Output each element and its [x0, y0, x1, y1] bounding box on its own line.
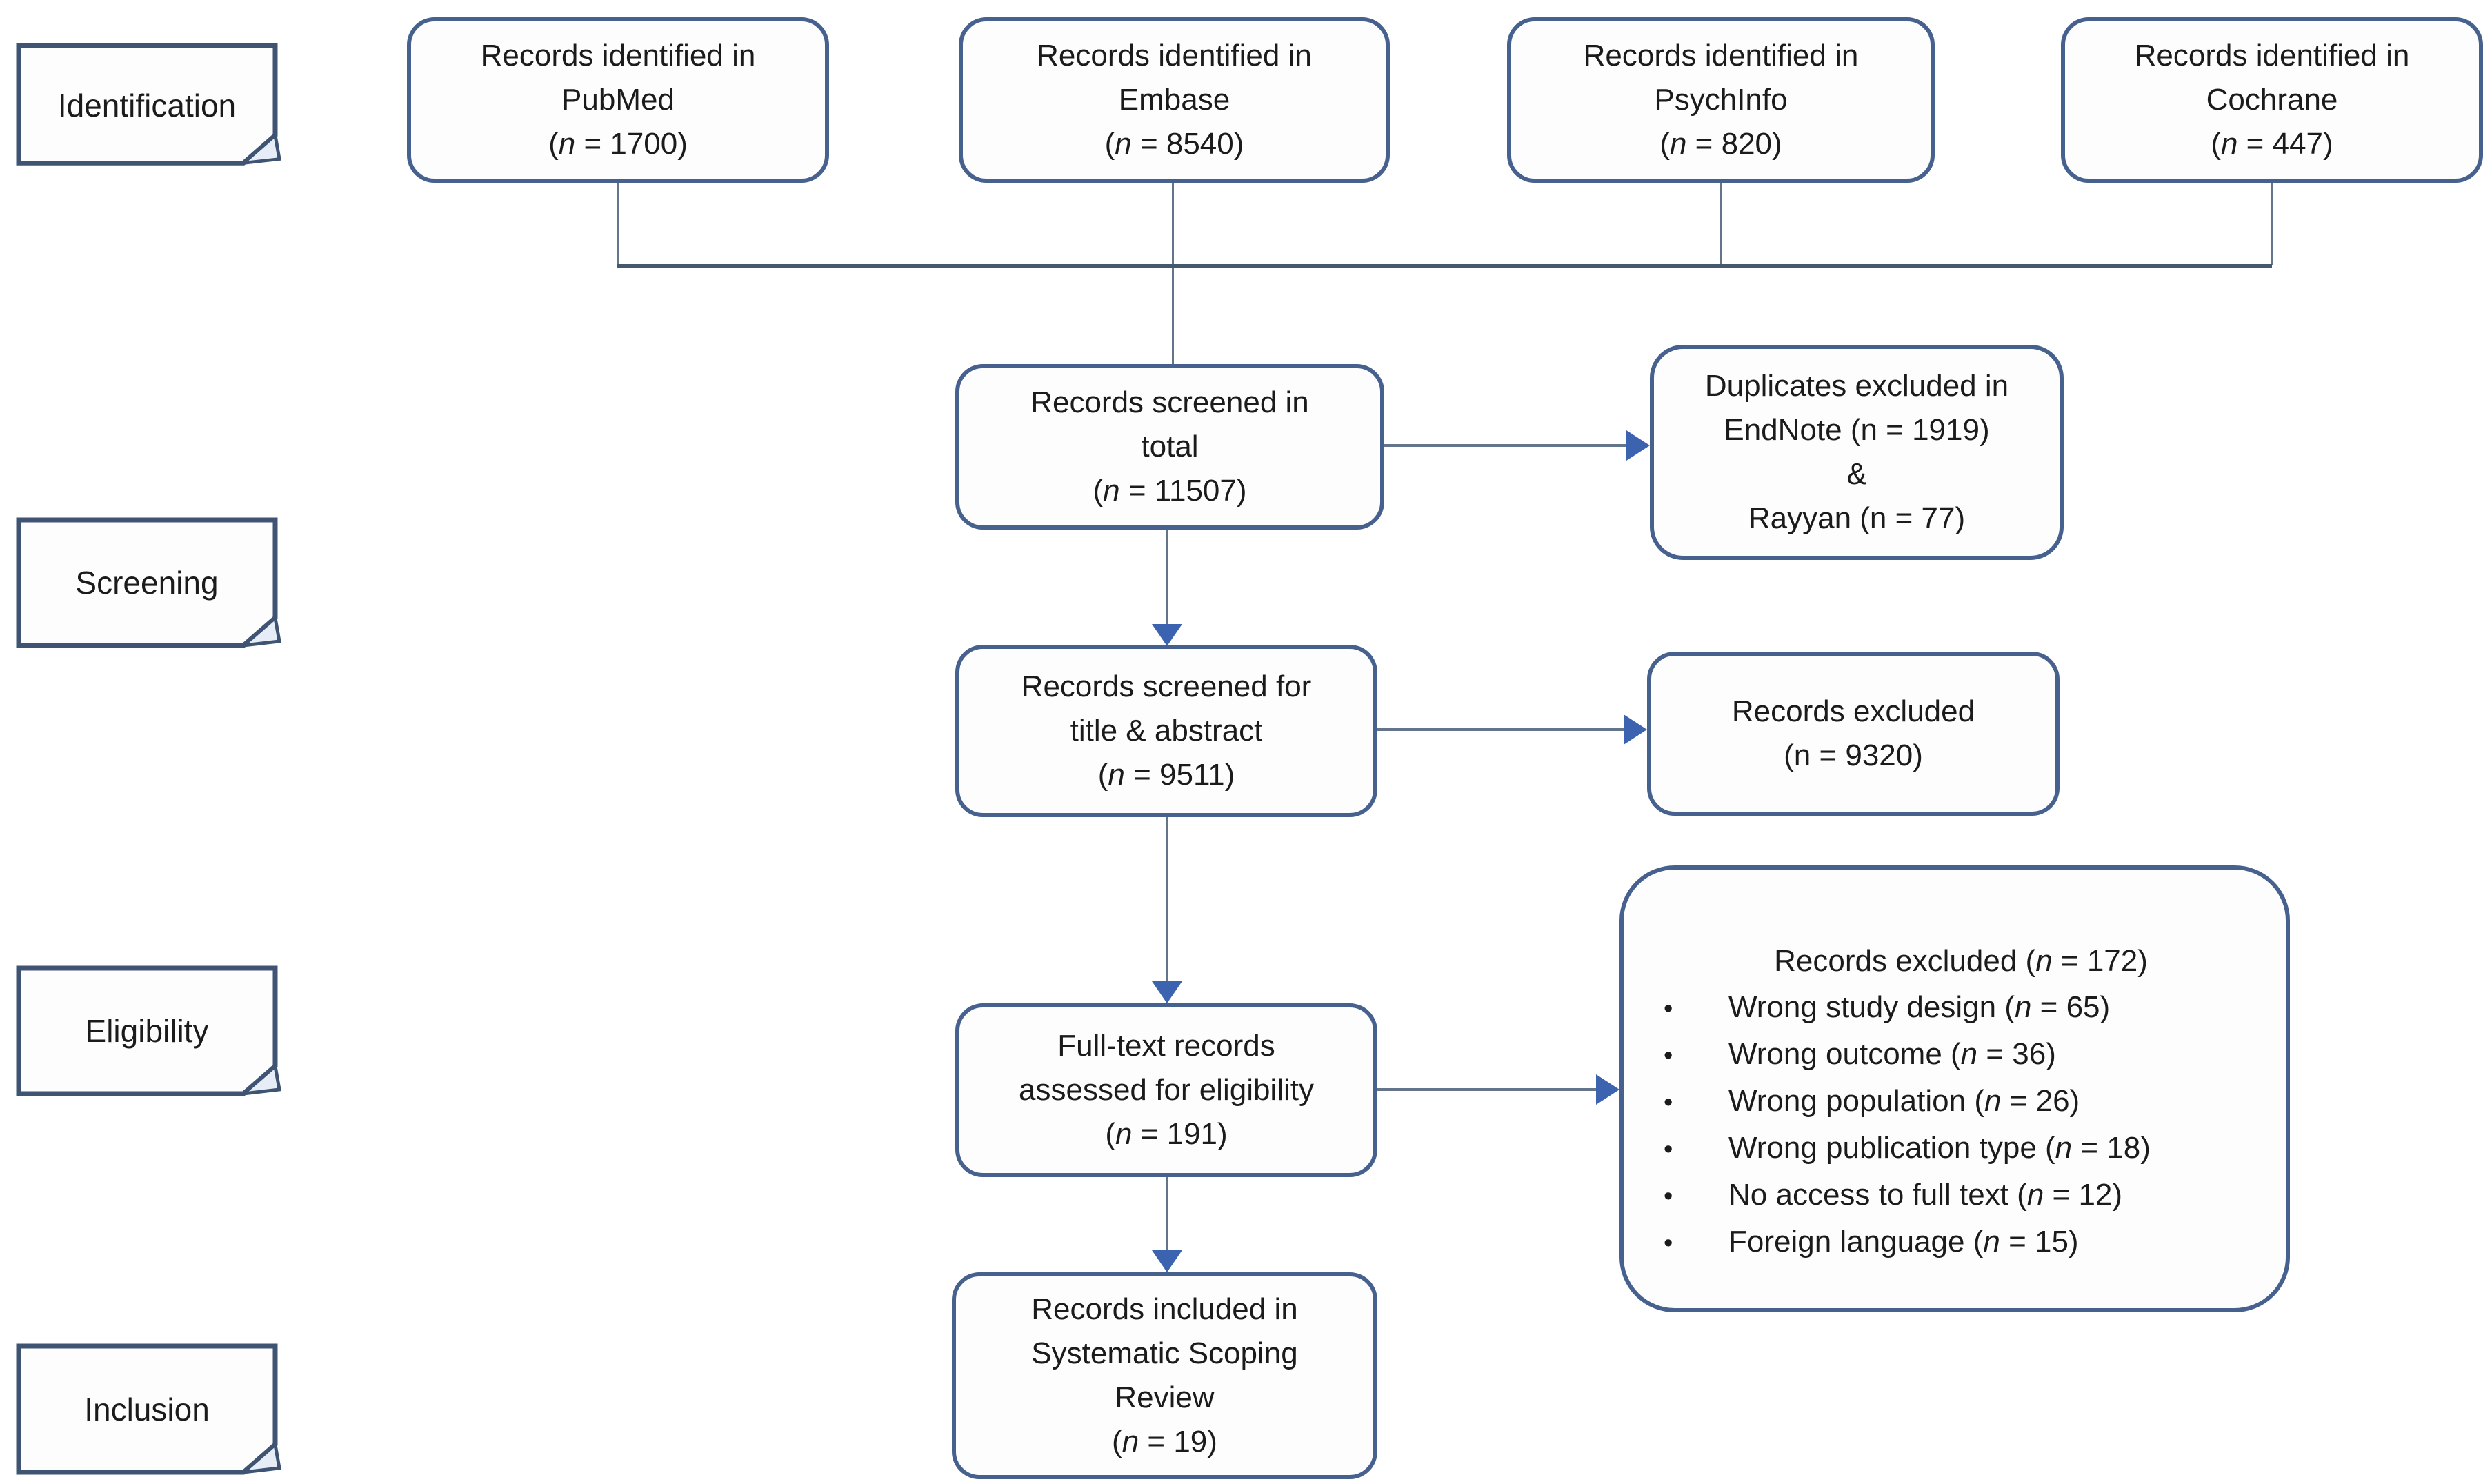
arrow-shaft — [1166, 817, 1168, 983]
arrow-shaft — [1166, 1177, 1168, 1252]
box-fulltext-exclusions: Records excluded (n = 172) • Wrong study… — [1619, 865, 2290, 1312]
connector-line — [617, 183, 619, 265]
box-line: (n = 447) — [2211, 127, 2333, 161]
stage-label: Screening — [75, 565, 219, 601]
box-records-excluded-screening: Records excluded (n = 9320) — [1647, 652, 2060, 816]
box-line: (n = 9511) — [1097, 758, 1235, 792]
box-line: Review — [1115, 1381, 1215, 1414]
stage-label: Inclusion — [84, 1391, 210, 1427]
exclusion-title: Records excluded (n = 172) — [1774, 944, 2148, 978]
exclusion-bullet-row: • No access to full text (n = 12) — [1664, 1172, 2258, 1219]
box-line: (n = 820) — [1659, 127, 1782, 161]
box-line: Records excluded — [1731, 694, 1975, 728]
box-records-screened-total: Records screened in total (n = 11507) — [955, 364, 1384, 530]
bullet-dot-icon: • — [1664, 1088, 1673, 1117]
box-line: Records identified in — [1583, 39, 1859, 72]
box-records-pubmed: Records identified in PubMed (n = 1700) — [407, 17, 829, 183]
stage-note-eligibility: Eligibility — [16, 965, 281, 1096]
box-line: (n = 8540) — [1104, 127, 1244, 161]
box-records-included: Records included in Systematic Scoping R… — [952, 1272, 1377, 1479]
exclusion-bullet-row: • Wrong study design (n = 65) — [1664, 985, 2258, 1032]
stage-note-identification: Identification — [16, 43, 281, 168]
exclusion-bullet-row: • Wrong publication type (n = 18) — [1664, 1125, 2258, 1172]
note-shape-icon — [16, 517, 281, 648]
note-shape-icon — [16, 1343, 281, 1475]
exclusion-bullet-text: Wrong study design (n = 65) — [1728, 990, 2111, 1024]
box-line: (n = 9320) — [1784, 739, 1923, 772]
box-line: Records screened in — [1030, 385, 1309, 419]
box-line: (n = 191) — [1105, 1117, 1228, 1151]
box-line: Duplicates excluded in — [1704, 369, 2009, 403]
box-line: total — [1141, 430, 1199, 463]
box-title-abstract-screened: Records screened for title & abstract (n… — [955, 645, 1377, 817]
box-line: Records identified in — [480, 39, 756, 72]
arrow-right-icon — [1624, 714, 1647, 745]
box-line: Full-text records — [1057, 1029, 1275, 1063]
box-line: Cochrane — [2206, 83, 2338, 117]
connector-line — [1720, 183, 1722, 265]
arrow-shaft — [1377, 728, 1624, 731]
exclusion-bullet-text: Wrong population (n = 26) — [1728, 1084, 2080, 1118]
bullet-dot-icon: • — [1664, 1135, 1673, 1164]
exclusion-bullet-text: Wrong publication type (n = 18) — [1728, 1131, 2151, 1165]
box-line: (n = 11507) — [1093, 474, 1247, 508]
box-duplicates-excluded: Duplicates excluded in EndNote (n = 1919… — [1650, 345, 2064, 560]
exclusion-bullet-row: • Wrong population (n = 26) — [1664, 1079, 2258, 1125]
box-line: title & abstract — [1070, 714, 1263, 748]
arrow-right-icon — [1596, 1074, 1619, 1105]
exclusion-bullet-row: • Foreign language (n = 15) — [1664, 1219, 2258, 1266]
box-line: & — [1846, 457, 1867, 491]
box-line: Records included in — [1031, 1292, 1298, 1326]
collector-line — [617, 264, 2272, 268]
bullet-dot-icon: • — [1664, 1229, 1673, 1258]
stage-note-inclusion: Inclusion — [16, 1343, 281, 1475]
note-shape-icon — [16, 965, 281, 1096]
box-line: EndNote (n = 1919) — [1724, 413, 1990, 447]
bullet-dot-icon: • — [1664, 994, 1673, 1023]
bullet-dot-icon: • — [1664, 1041, 1673, 1070]
exclusion-bullet-text: Wrong outcome (n = 36) — [1728, 1037, 2056, 1071]
exclusion-bullet-text: No access to full text (n = 12) — [1728, 1178, 2123, 1212]
arrow-shaft — [1166, 530, 1168, 624]
bullet-dot-icon: • — [1664, 1182, 1673, 1211]
arrow-shaft — [1377, 1088, 1596, 1091]
connector-line — [2271, 183, 2273, 265]
box-records-embase: Records identified in Embase (n = 8540) — [959, 17, 1390, 183]
box-line: assessed for eligibility — [1019, 1073, 1314, 1107]
exclusion-bullet-row: • Wrong outcome (n = 36) — [1664, 1032, 2258, 1079]
box-line: (n = 1700) — [548, 127, 688, 161]
box-line: Records identified in — [1037, 39, 1312, 72]
box-line: PsychInfo — [1654, 83, 1788, 117]
arrow-down-icon — [1152, 981, 1182, 1003]
box-line: PubMed — [561, 83, 675, 117]
box-line: Records screened for — [1021, 670, 1312, 703]
stage-note-screening: Screening — [16, 517, 281, 648]
stage-label: Eligibility — [85, 1013, 209, 1049]
fulltext-exclusions-content: Records excluded (n = 172) • Wrong study… — [1624, 870, 2286, 1266]
stage-label: Identification — [57, 88, 237, 123]
box-line: Records identified in — [2134, 39, 2410, 72]
arrow-shaft — [1384, 444, 1626, 447]
box-line: Rayyan (n = 77) — [1748, 501, 1966, 535]
arrow-right-icon — [1626, 430, 1650, 461]
box-records-psychinfo: Records identified in PsychInfo (n = 820… — [1507, 17, 1935, 183]
box-line: Systematic Scoping — [1031, 1336, 1298, 1370]
box-line: Embase — [1118, 83, 1230, 117]
arrow-down-icon — [1152, 624, 1182, 646]
connector-line — [1172, 183, 1174, 265]
exclusion-bullet-text: Foreign language (n = 15) — [1728, 1225, 2079, 1259]
box-records-cochrane: Records identified in Cochrane (n = 447) — [2061, 17, 2483, 183]
connector-line — [1172, 268, 1174, 364]
note-shape-icon — [16, 43, 281, 166]
arrow-down-icon — [1152, 1250, 1182, 1272]
box-line: (n = 19) — [1112, 1425, 1217, 1458]
box-fulltext-assessed: Full-text records assessed for eligibili… — [955, 1003, 1377, 1177]
